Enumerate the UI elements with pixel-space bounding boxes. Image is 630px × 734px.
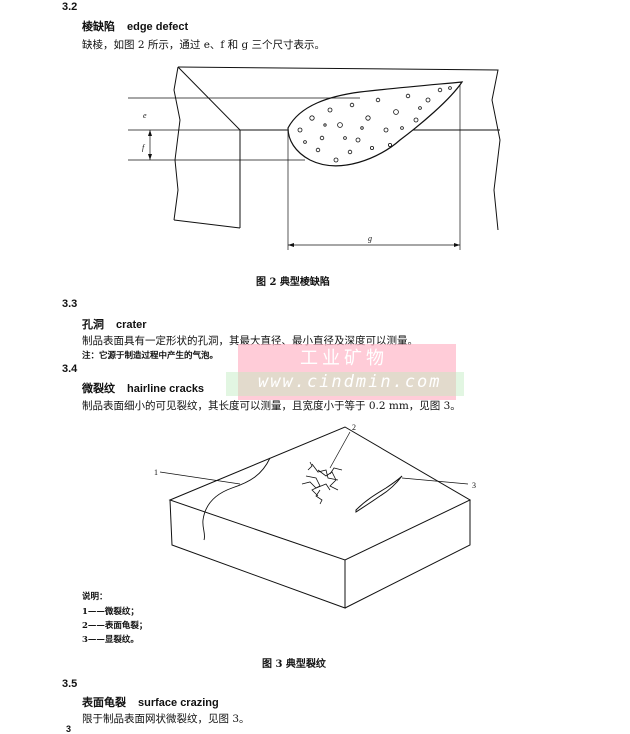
dim-label-g: g: [368, 234, 372, 243]
watermark-band: [238, 344, 456, 400]
section-number-3-5: 3.5: [62, 678, 78, 690]
callout-3: 3: [472, 481, 476, 490]
term-cn: 孔洞: [82, 318, 104, 331]
term-hairline-cracks: 微裂纹 hairline cracks: [82, 380, 204, 396]
block-bottom-left: [173, 219, 241, 229]
section-number-3-4: 3.4: [62, 363, 78, 375]
term-en: hairline cracks: [127, 383, 205, 395]
definition-3-5: 限于制品表面网状微裂纹，见图 3。: [82, 713, 250, 725]
term-en: surface crazing: [138, 697, 219, 709]
figure-3-cracks: [159, 426, 472, 609]
legend-item-3: 3——显裂纹。: [82, 635, 139, 645]
term-cn: 微裂纹: [82, 382, 115, 395]
open-crack: [355, 475, 403, 513]
block-diagonal-edge: [177, 66, 241, 131]
definition-3-2: 缺棱，如图 2 所示，通过 e、f 和 g 三个尺寸表示。: [82, 39, 326, 51]
term-cn: 棱缺陷: [82, 20, 115, 33]
watermark-band-green: [226, 372, 464, 396]
dim-label-e: e: [143, 111, 147, 120]
slab-right-face: [344, 500, 471, 609]
term-edge-defect: 棱缺陷 edge defect: [82, 18, 188, 34]
slab-top-face: [168, 426, 472, 561]
surface-crazing: [301, 461, 343, 505]
figure-2-caption: 图 2 典型棱缺陷: [256, 277, 330, 288]
definition-3-4: 制品表面细小的可见裂纹，其长度可以测量，且宽度小于等于 0.2 mm，见图 3。: [82, 400, 461, 412]
term-en: edge defect: [127, 21, 189, 33]
term-en: crater: [116, 319, 147, 331]
hairline-crack: [202, 457, 271, 541]
page-bottom-fragment: 3: [66, 724, 72, 734]
callout-2: 2: [352, 423, 356, 432]
section-number-3-3: 3.3: [62, 298, 78, 310]
term-surface-crazing: 表面龟裂 surface crazing: [82, 694, 219, 710]
leader-3: [401, 477, 469, 485]
term-cn: 表面龟裂: [82, 696, 126, 709]
leader-1: [159, 471, 241, 485]
term-crater: 孔洞 crater: [82, 316, 147, 332]
defect-texture: [297, 86, 452, 163]
figure-2-edge-defect: [128, 66, 501, 250]
edge-defect-region: [287, 81, 464, 167]
block-top-outline: [177, 66, 501, 231]
legend-item-1: 1——微裂纹；: [82, 607, 139, 617]
block-left-edge: [173, 66, 181, 221]
callout-1: 1: [154, 468, 158, 477]
watermark-url: www.cindmin.com: [258, 372, 442, 392]
legend-item-2: 2——表面龟裂；: [82, 621, 148, 631]
dim-label-f: f: [142, 143, 146, 152]
watermark-text: 工业矿物: [300, 348, 388, 369]
figure-3-caption: 图 3 典型裂纹: [262, 659, 326, 670]
slab-left-face: [169, 499, 346, 609]
note-3-3: 注：它源于制造过程中产生的气泡。: [82, 351, 219, 361]
section-number-3-2: 3.2: [62, 1, 78, 13]
leader-2: [329, 431, 351, 469]
legend-title: 说明：: [82, 592, 108, 602]
